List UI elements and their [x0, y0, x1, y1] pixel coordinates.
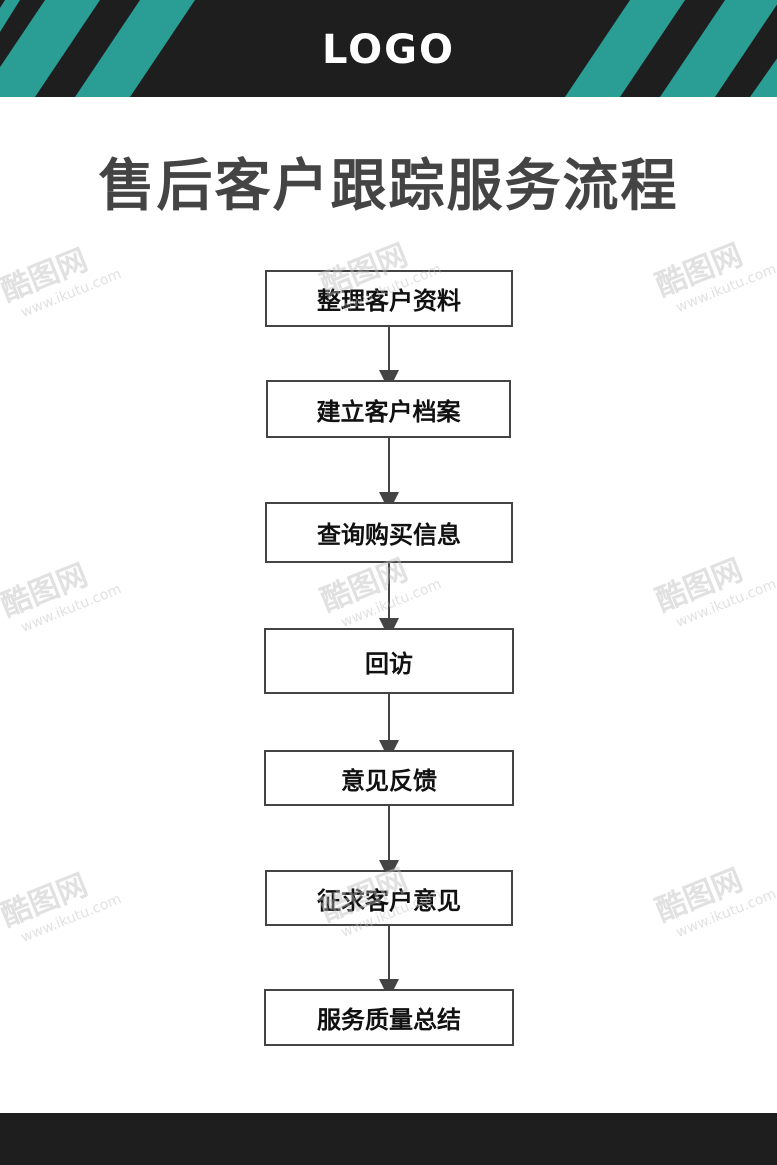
stripe-pattern	[0, 0, 777, 97]
step-feedback: 意见反馈	[264, 750, 514, 806]
step-create-customer-file: 建立客户档案	[266, 380, 511, 438]
header-banner: LOGO	[0, 0, 777, 97]
footer-bar	[0, 1113, 777, 1165]
step-return-visit: 回访	[264, 628, 514, 694]
page-title: 售后客户跟踪服务流程	[98, 154, 679, 219]
logo: LOGO	[322, 27, 455, 73]
step-organize-customer-data: 整理客户资料	[265, 270, 513, 327]
step-service-quality-summary: 服务质量总结	[264, 989, 514, 1046]
step-query-purchase-info: 查询购买信息	[265, 502, 513, 563]
step-solicit-customer-opinion: 征求客户意见	[265, 870, 513, 926]
